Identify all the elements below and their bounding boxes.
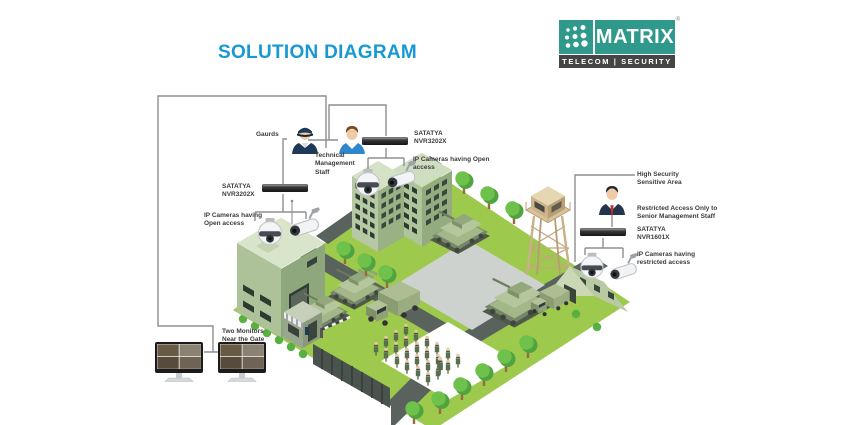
gate-house	[284, 301, 351, 349]
brand-name: MATRIX	[595, 20, 675, 54]
label-two-monitors: Two Monitors Near the Gate	[222, 328, 265, 344]
label-guards: Gaurds	[256, 131, 279, 138]
dot-matrix-icon	[559, 20, 593, 54]
registered-mark: ®	[675, 17, 680, 23]
label-nvr-left: SATATYA NVR3202X	[222, 183, 255, 199]
watchtower	[524, 186, 572, 276]
office-building	[352, 152, 452, 253]
monitor-icon	[155, 342, 203, 382]
military-base-scene	[231, 152, 630, 425]
dome-camera-icon	[580, 252, 604, 279]
brand-tagline: TELECOM | SECURITY	[559, 55, 675, 68]
label-high-security: High Security Sensitive Area	[637, 171, 682, 187]
label-cameras-open-left: IP Cameras having Open access	[204, 212, 263, 228]
technical-staff-icon	[339, 126, 365, 154]
label-technical-staff: Technical Management Staff	[315, 152, 355, 176]
label-restricted-access: Restricted Access Only to Senior Managem…	[637, 205, 718, 221]
nvr-device	[580, 228, 626, 236]
outside-area	[231, 314, 391, 425]
nvr-device	[362, 137, 408, 145]
label-nvr-right: SATATYA NVR1601X	[637, 226, 670, 242]
label-cameras-restricted: IP Cameras having restricted access	[637, 251, 696, 267]
label-cameras-open-top: IP Cameras having Open access	[413, 156, 490, 172]
page-title: SOLUTION DIAGRAM	[218, 42, 418, 63]
matrix-logo: ® MATRIX TELECOM | SECURITY	[559, 17, 680, 68]
guard-icon	[292, 127, 318, 154]
monitor-icon	[218, 342, 266, 382]
label-nvr-top: SATATYA NVR3202X	[414, 130, 447, 146]
connector-lines	[157, 95, 635, 353]
senior-manager-icon	[599, 186, 625, 216]
perimeter-fence	[313, 344, 390, 408]
nvr-device	[262, 184, 308, 192]
